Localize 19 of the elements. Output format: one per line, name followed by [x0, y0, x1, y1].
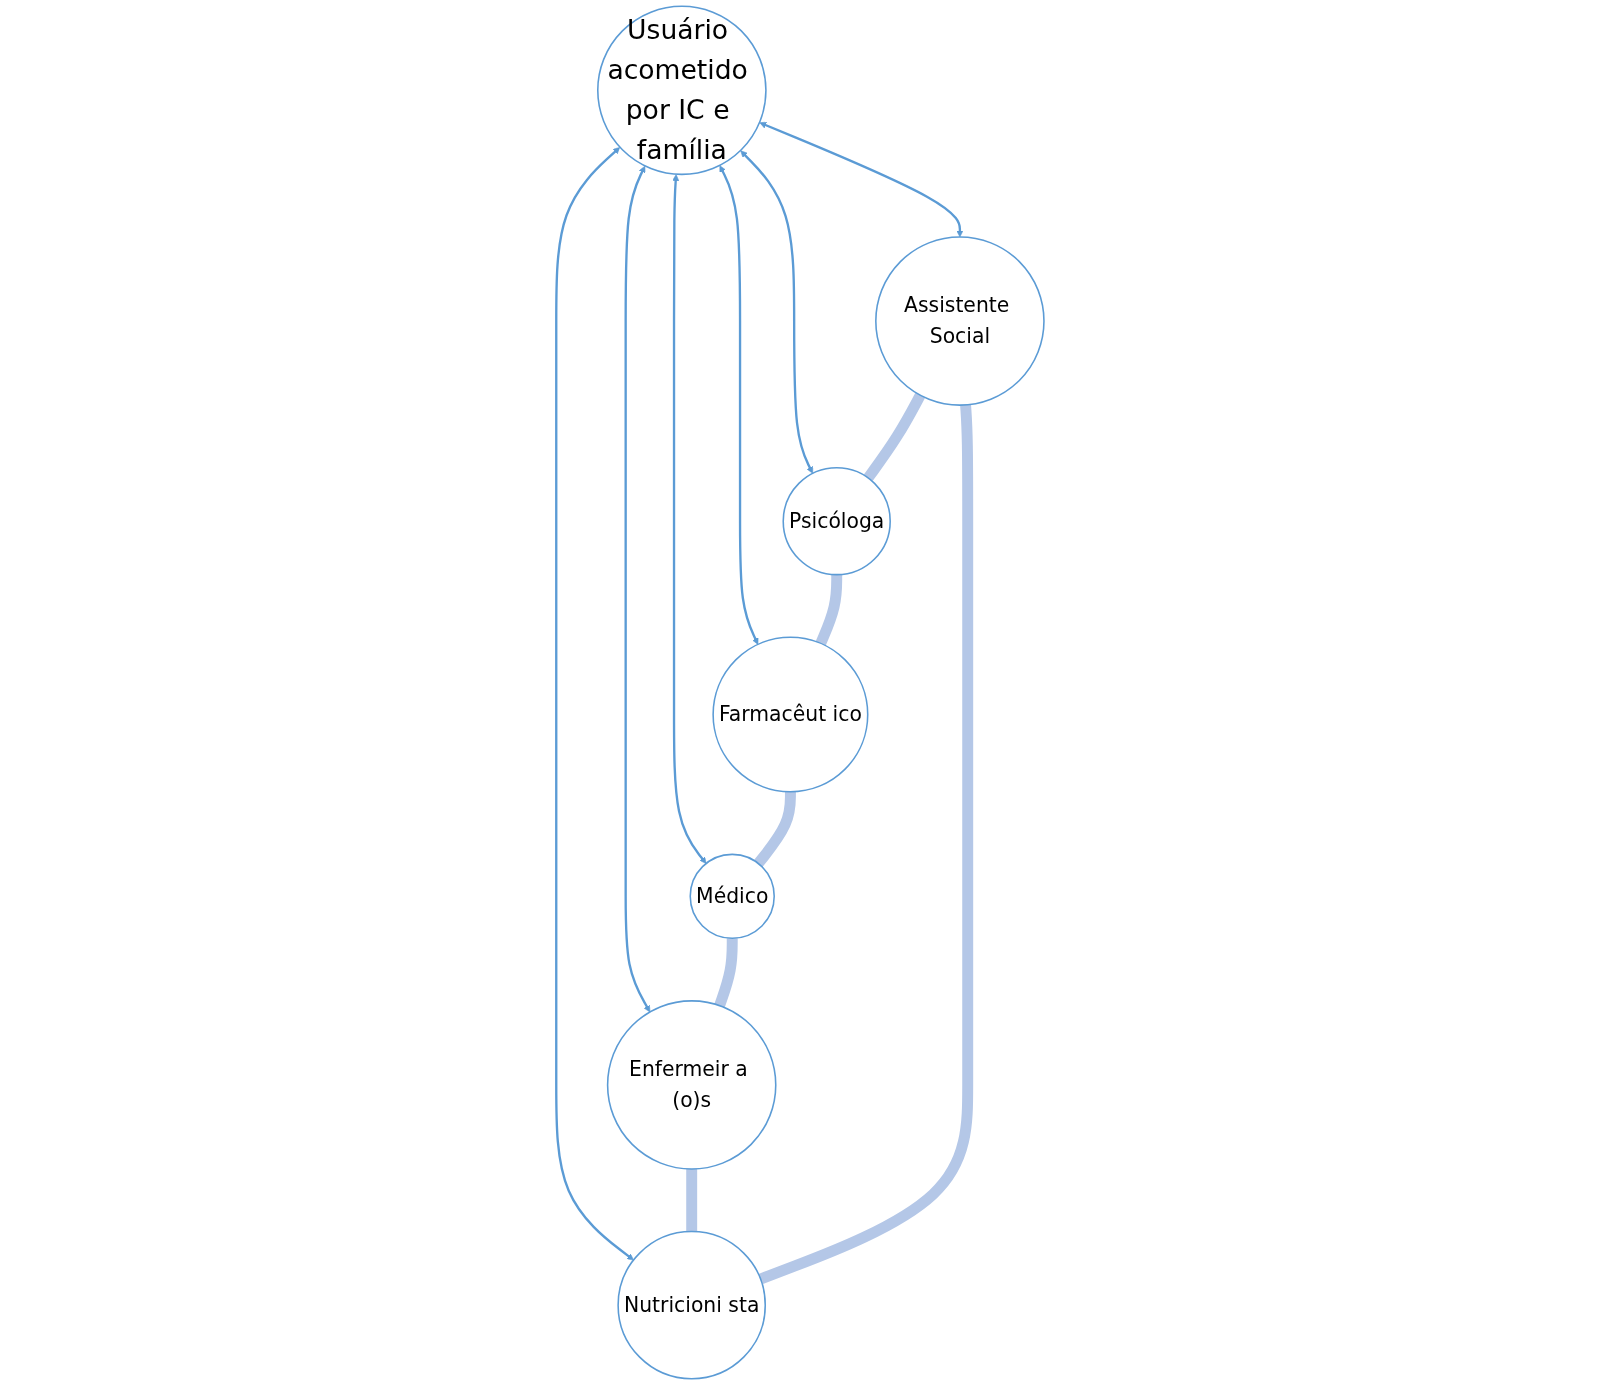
connector: [686, 1168, 698, 1232]
arrow: [672, 174, 707, 864]
node-circle: Nutricioni sta: [617, 1230, 766, 1380]
node-circle: Enfermeir a (o)s: [606, 1000, 777, 1170]
arrow: [554, 147, 634, 1261]
node-circle: Psicóloga: [782, 466, 891, 576]
arrow: [759, 121, 964, 238]
arrow: [719, 165, 759, 645]
node-circle: Farmacêut ico: [712, 636, 869, 793]
connector: [753, 791, 796, 867]
connector: [815, 574, 843, 646]
node-circle: Usuário acometido por IC e família: [596, 5, 767, 176]
connector: [863, 392, 925, 482]
connector: [758, 404, 974, 1285]
arrow: [740, 150, 813, 474]
node-circle: Médico: [689, 853, 775, 940]
connector: [714, 938, 738, 1008]
arrow: [624, 165, 651, 1013]
node-circle: Assistente Social: [874, 236, 1045, 406]
